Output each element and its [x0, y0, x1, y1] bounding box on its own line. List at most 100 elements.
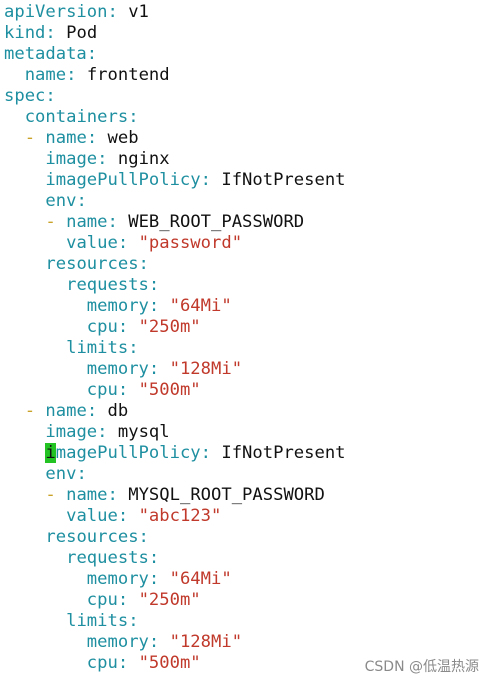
- code-line[interactable]: env:: [4, 464, 493, 485]
- indent: [4, 590, 87, 610]
- yaml-key: magePullPolicy: [55, 443, 201, 463]
- code-line[interactable]: requests:: [4, 275, 493, 296]
- indent: [4, 212, 45, 232]
- indent: [4, 317, 87, 337]
- yaml-key: image: [45, 422, 98, 442]
- text-cursor: i: [45, 443, 56, 463]
- yaml-string-value: "250m": [138, 317, 201, 337]
- yaml-value: web: [107, 128, 139, 148]
- code-line[interactable]: image: mysql: [4, 422, 493, 443]
- code-line[interactable]: requests:: [4, 548, 493, 569]
- indent: [4, 569, 87, 589]
- yaml-key: cpu: [86, 380, 118, 400]
- code-line[interactable]: resources:: [4, 254, 493, 275]
- yaml-value: WEB_ROOT_PASSWORD: [128, 212, 305, 232]
- colon: :: [128, 107, 139, 127]
- yaml-key: name: [45, 401, 87, 421]
- colon: :: [107, 485, 118, 505]
- yaml-key: name: [24, 65, 67, 85]
- yaml-string-value: "64Mi": [169, 296, 232, 316]
- colon: :: [97, 149, 108, 169]
- indent: [4, 191, 45, 211]
- code-line[interactable]: cpu: "250m": [4, 590, 493, 611]
- code-line[interactable]: memory: "128Mi": [4, 632, 493, 653]
- colon: :: [148, 632, 160, 652]
- code-line[interactable]: limits:: [4, 338, 493, 359]
- code-line[interactable]: - name: MYSQL_ROOT_PASSWORD: [4, 485, 493, 506]
- yaml-key: cpu: [86, 653, 118, 673]
- code-line[interactable]: name: frontend: [4, 65, 493, 86]
- colon: :: [86, 44, 98, 64]
- colon: :: [138, 254, 149, 274]
- colon: :: [117, 380, 129, 400]
- code-line[interactable]: apiVersion: v1: [4, 2, 493, 23]
- yaml-key: requests: [66, 275, 149, 295]
- code-line[interactable]: imagePullPolicy: IfNotPresent: [4, 170, 493, 191]
- colon: :: [107, 212, 118, 232]
- yaml-key: env: [45, 464, 77, 484]
- colon: :: [76, 464, 87, 484]
- code-line[interactable]: cpu: "500m": [4, 380, 493, 401]
- yaml-key: memory: [86, 569, 149, 589]
- yaml-string-value: "250m": [138, 590, 201, 610]
- yaml-key: requests: [66, 548, 149, 568]
- indent: [4, 107, 25, 127]
- yaml-value: db: [107, 401, 129, 421]
- code-line[interactable]: imagePullPolicy: IfNotPresent: [4, 443, 493, 464]
- yaml-key: containers: [24, 107, 129, 127]
- code-line[interactable]: containers:: [4, 107, 493, 128]
- colon: :: [97, 422, 108, 442]
- colon: :: [200, 443, 211, 463]
- indent: [4, 296, 87, 316]
- yaml-key: name: [66, 485, 108, 505]
- yaml-key: memory: [86, 359, 149, 379]
- code-line[interactable]: value: "abc123": [4, 506, 493, 527]
- code-line[interactable]: - name: web: [4, 128, 493, 149]
- list-dash: -: [24, 128, 46, 148]
- yaml-key: resources: [45, 527, 139, 547]
- code-line[interactable]: resources:: [4, 527, 493, 548]
- indent: [4, 359, 87, 379]
- yaml-key: name: [66, 212, 108, 232]
- code-line[interactable]: memory: "128Mi": [4, 359, 493, 380]
- yaml-key: name: [45, 128, 87, 148]
- code-line[interactable]: - name: WEB_ROOT_PASSWORD: [4, 212, 493, 233]
- yaml-value: v1: [128, 2, 149, 22]
- code-line[interactable]: spec:: [4, 86, 493, 107]
- indent: [4, 338, 66, 358]
- yaml-key: resources: [45, 254, 139, 274]
- indent: [4, 233, 66, 253]
- indent: [4, 149, 45, 169]
- code-line[interactable]: value: "password": [4, 233, 493, 254]
- yaml-key: cpu: [86, 590, 118, 610]
- yaml-key: env: [45, 191, 77, 211]
- colon: :: [138, 527, 149, 547]
- code-line[interactable]: memory: "64Mi": [4, 296, 493, 317]
- colon: :: [148, 359, 160, 379]
- yaml-value: mysql: [117, 422, 170, 442]
- colon: :: [86, 401, 98, 421]
- code-line[interactable]: cpu: "250m": [4, 317, 493, 338]
- colon: :: [45, 23, 56, 43]
- colon: :: [117, 590, 129, 610]
- indent: [4, 128, 25, 148]
- code-line[interactable]: metadata:: [4, 44, 493, 65]
- yaml-key: imagePullPolicy: [45, 170, 201, 190]
- code-line[interactable]: limits:: [4, 611, 493, 632]
- code-line[interactable]: kind: Pod: [4, 23, 493, 44]
- colon: :: [86, 128, 98, 148]
- yaml-value: nginx: [117, 149, 170, 169]
- indent: [4, 548, 66, 568]
- code-line[interactable]: memory: "64Mi": [4, 569, 493, 590]
- code-line[interactable]: env:: [4, 191, 493, 212]
- yaml-key: memory: [86, 632, 149, 652]
- colon: :: [107, 2, 118, 22]
- yaml-string-value: "64Mi": [169, 569, 232, 589]
- code-line[interactable]: cpu: "500m": [4, 653, 493, 674]
- colon: :: [66, 65, 77, 85]
- colon: :: [117, 233, 129, 253]
- indent: [4, 254, 45, 274]
- code-line[interactable]: - name: db: [4, 401, 493, 422]
- code-line[interactable]: image: nginx: [4, 149, 493, 170]
